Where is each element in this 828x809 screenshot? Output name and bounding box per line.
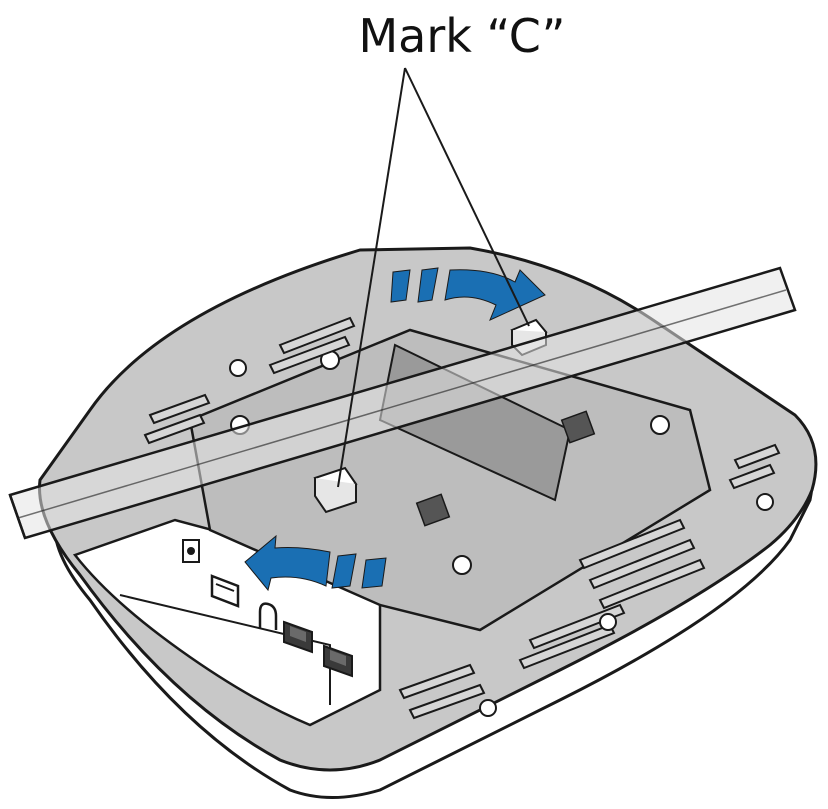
curved-arrow-left bbox=[244, 534, 387, 592]
mark-c-clip-bottom bbox=[313, 466, 358, 514]
lan-port-2 bbox=[323, 644, 353, 678]
usb-port bbox=[210, 574, 240, 608]
ceiling-rail bbox=[8, 266, 797, 540]
curved-arrow-right bbox=[390, 267, 546, 321]
power-port bbox=[182, 539, 200, 563]
vent-slots bbox=[143, 316, 781, 720]
reset-pinhole-icon bbox=[258, 602, 278, 630]
lan-port-1 bbox=[283, 620, 313, 654]
keyhole-slots bbox=[229, 359, 774, 717]
callout-label-mark-c: Mark “C” bbox=[358, 9, 565, 63]
callout-lines bbox=[337, 67, 530, 488]
